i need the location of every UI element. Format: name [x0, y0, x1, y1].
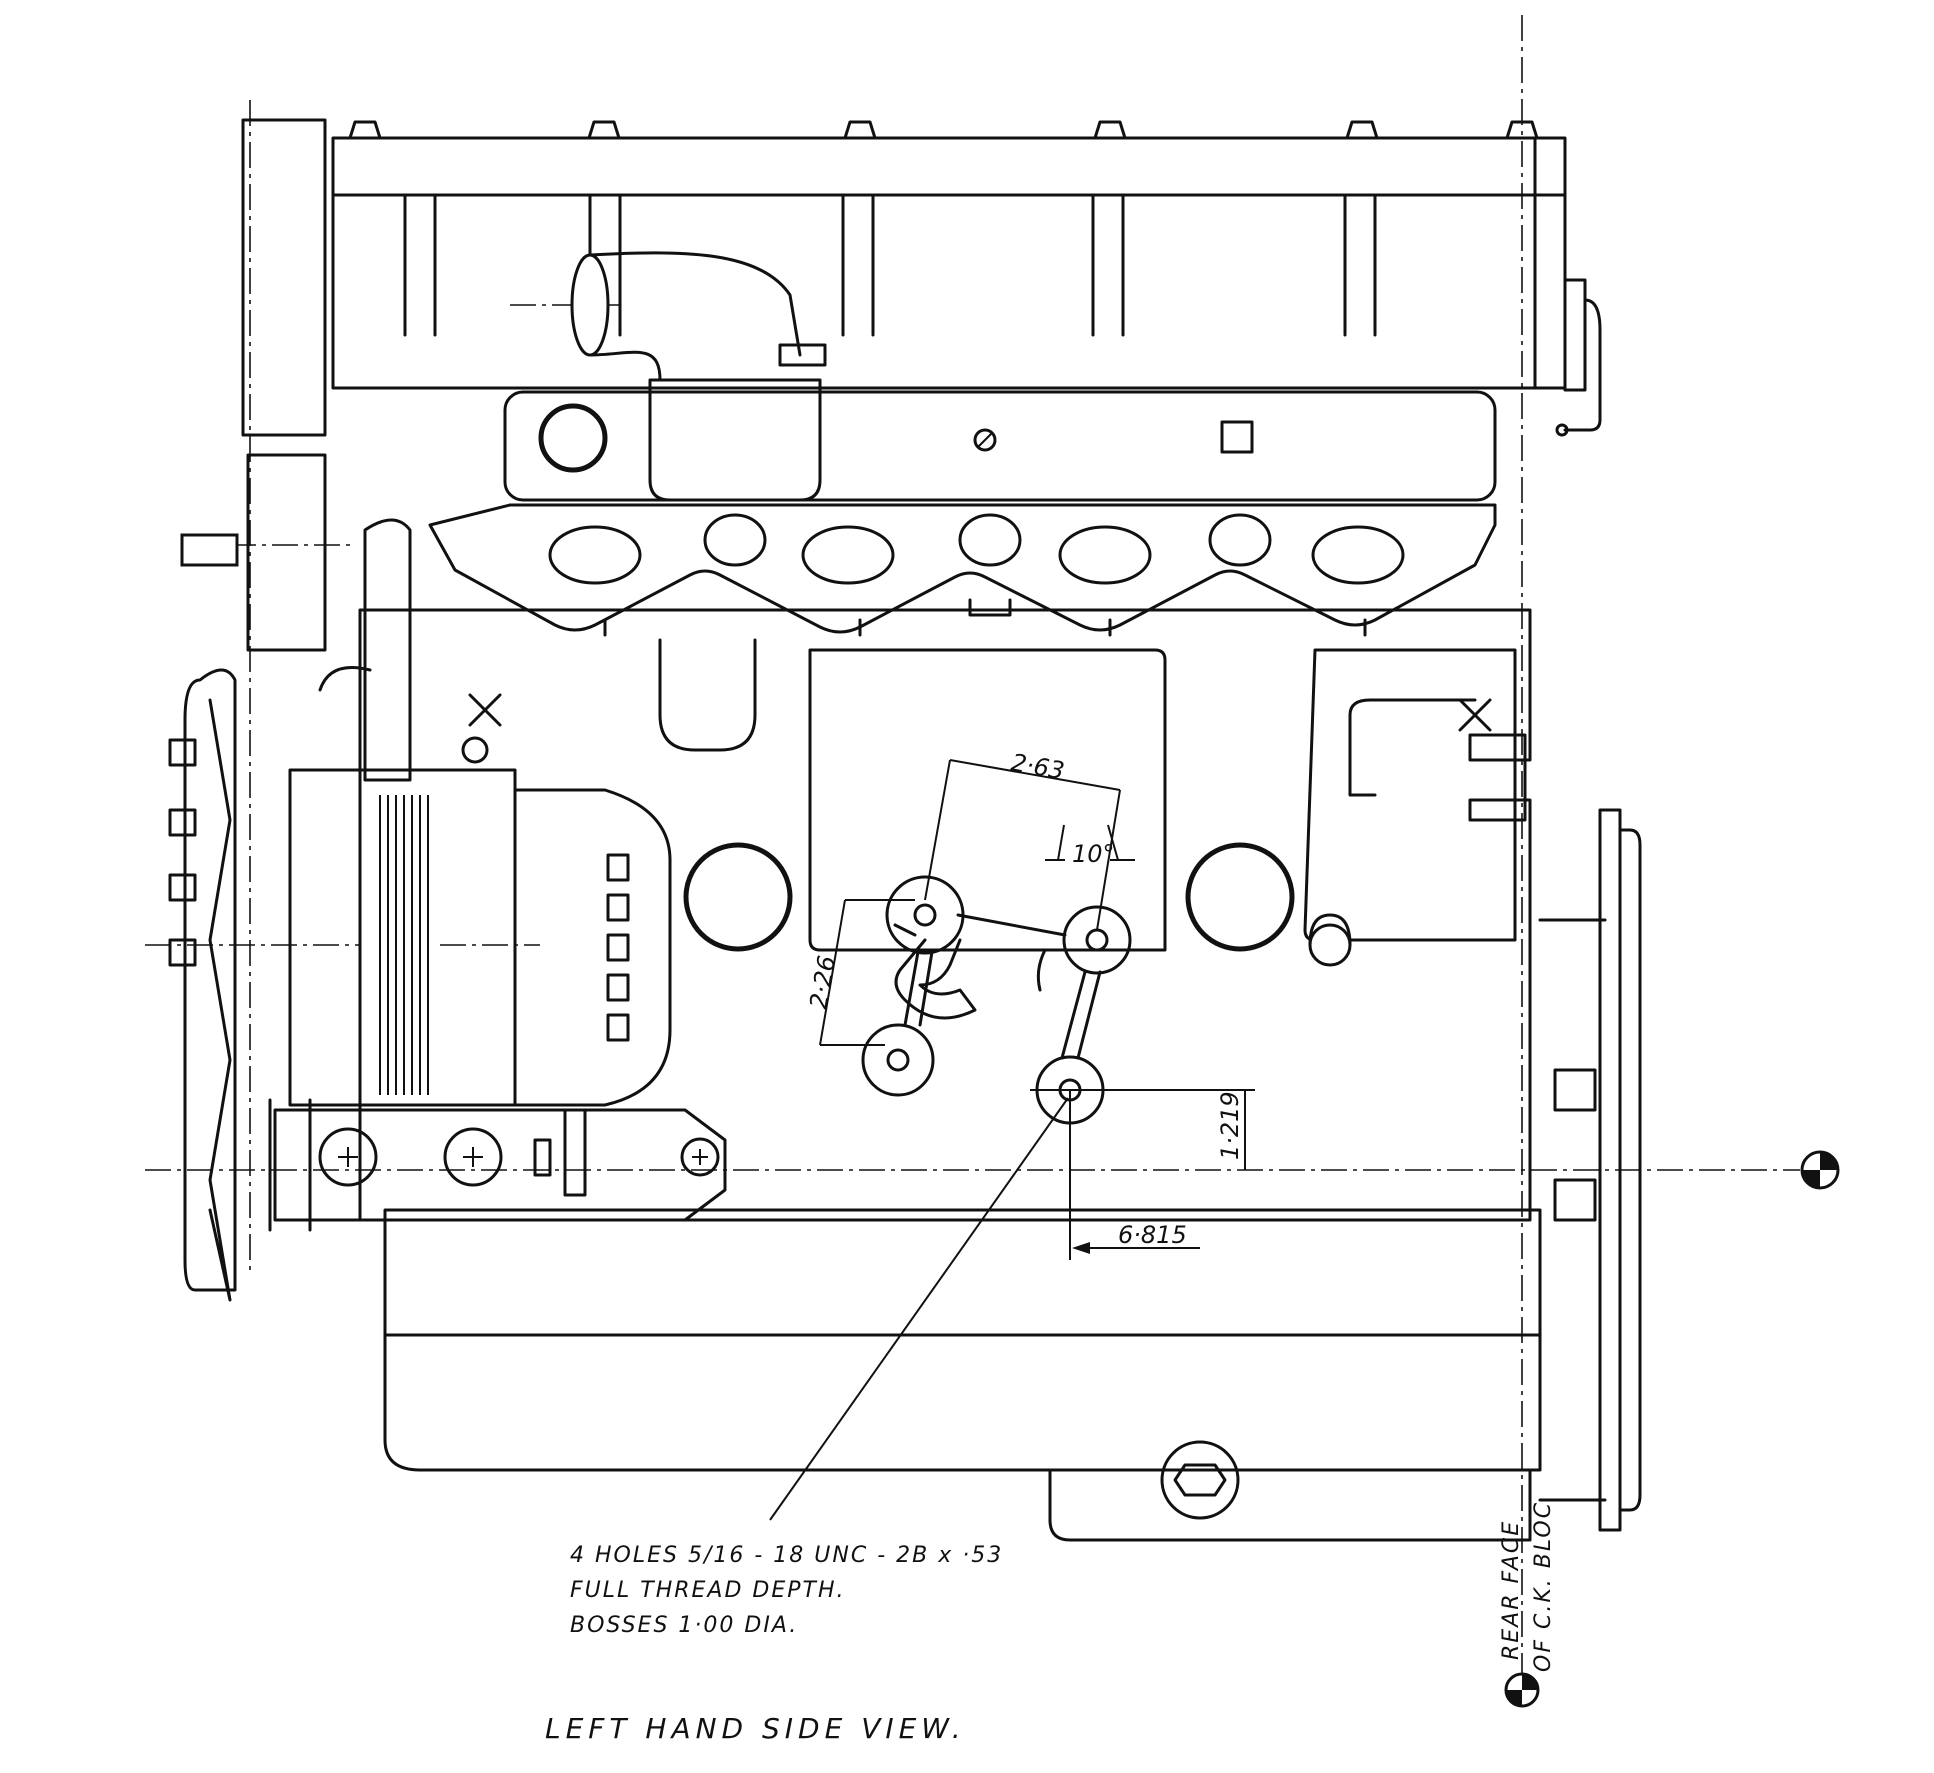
- datum-target-rear-face: [1504, 1672, 1540, 1708]
- manifold-strip: [503, 390, 1497, 502]
- hole-note-line-3: BOSSES 1·00 DIA.: [570, 1613, 798, 1638]
- rear-face-label: REAR FACE OF C.K. BLOC: [1499, 1501, 1556, 1672]
- mount-brackets: [861, 875, 1132, 1125]
- datum-target-crank: [1800, 1150, 1840, 1190]
- bracket-link-left: [861, 875, 965, 1097]
- hole-note-line-1: 4 HOLES 5/16 - 18 UNC - 2B x ·53: [570, 1543, 1003, 1568]
- rear-face-label-line-2: OF C.K. BLOC: [1531, 1501, 1556, 1672]
- port-row: [428, 503, 1497, 637]
- drawing-caption: LEFT HAND SIDE VIEW.: [545, 1712, 966, 1745]
- sump: [383, 1208, 1542, 1542]
- alternator-bracket: [268, 1098, 727, 1232]
- alternator: [288, 518, 672, 1107]
- front-pulleys: [168, 118, 327, 1302]
- dim-vertical-spacing: 2·26: [804, 954, 841, 1011]
- dim-bracket-spacing: 2·63: [1009, 748, 1066, 785]
- rear-face-label-line-1: REAR FACE: [1499, 1520, 1524, 1660]
- flywheel: [1538, 808, 1642, 1532]
- dim-angle: 10°: [1072, 840, 1115, 868]
- dim-height-from-crank: 1·219: [1216, 1091, 1244, 1160]
- hole-note: 4 HOLES 5/16 - 18 UNC - 2B x ·53 FULL TH…: [570, 1543, 1003, 1638]
- dim-rear-face-distance: 6·815: [1118, 1221, 1187, 1249]
- cylinder-block: [358, 608, 1597, 1222]
- centre-lines: [145, 15, 1800, 1700]
- dimension-lines: [769, 759, 1255, 1521]
- rocker-cover: [331, 120, 1602, 437]
- hole-note-line-2: FULL THREAD DEPTH.: [570, 1578, 846, 1603]
- thermostat-housing: [570, 251, 827, 502]
